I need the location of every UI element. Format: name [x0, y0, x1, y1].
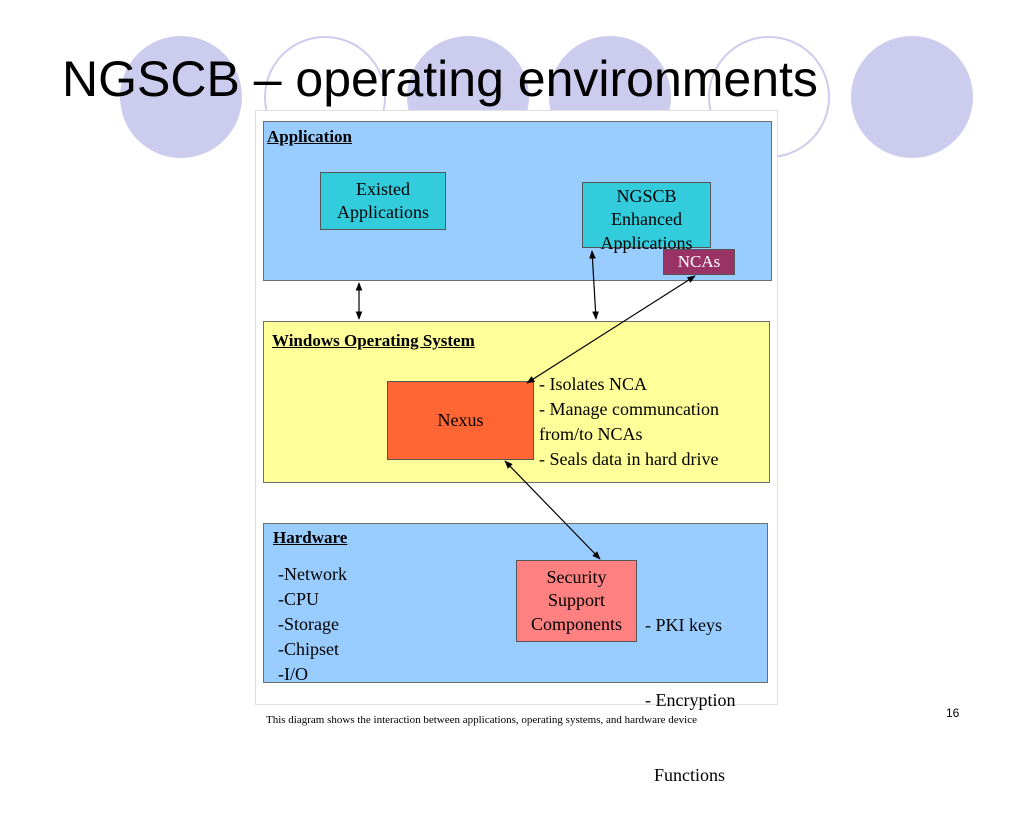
decor-circle-6 — [851, 36, 973, 158]
hardware-items-list: -Network -CPU -Storage -Chipset -I/O — [278, 562, 347, 687]
page-number: 16 — [946, 706, 960, 720]
security-support-components-box: Security Support Components — [516, 560, 637, 642]
security-feature-functions: Functions — [645, 765, 726, 785]
os-heading: Windows Operating System — [272, 331, 475, 350]
nexus-feature-2: - Manage communcation — [539, 399, 719, 419]
nexus-feature-1: - Isolates NCA — [539, 374, 647, 394]
ngscb-apps-line-1: NGSCB — [616, 186, 677, 206]
diagram-caption: This diagram shows the interaction betwe… — [266, 714, 698, 726]
security-line-3: Components — [530, 613, 622, 634]
existed-apps-line-2: Applications — [337, 202, 429, 222]
security-feature-encryption: - Encryption — [645, 690, 736, 710]
ncas-label: NCAs — [677, 251, 721, 271]
security-line-1: Security — [546, 566, 607, 587]
hardware-item-cpu: -CPU — [278, 589, 320, 609]
hardware-item-io: -I/O — [278, 664, 308, 684]
security-features-list: - PKI keys - Encryption Functions — [645, 563, 735, 813]
hardware-item-network: -Network — [278, 564, 347, 584]
nexus-box: Nexus — [387, 381, 534, 460]
hardware-item-chipset: -Chipset — [278, 639, 339, 659]
hardware-heading: Hardware — [273, 528, 348, 547]
decor-circle-1 — [120, 36, 242, 158]
ngscb-enhanced-applications-box: NGSCB Enhanced Applications — [582, 182, 711, 253]
hardware-item-storage: -Storage — [278, 614, 339, 634]
slide-title: NGSCB – operating environments — [62, 51, 818, 107]
nexus-label: Nexus — [437, 409, 484, 430]
ngscb-apps-line-2: Enhanced — [611, 209, 682, 230]
security-feature-pki: - PKI keys — [645, 615, 722, 635]
security-line-2: Support — [547, 590, 605, 611]
ncas-box: NCAs — [663, 249, 735, 275]
existed-applications-box: Existed Applications — [320, 172, 446, 230]
nexus-feature-4: - Seals data in hard drive — [539, 449, 719, 469]
existed-apps-line-1: Existed — [356, 178, 410, 199]
application-heading: Application — [267, 127, 353, 146]
nexus-feature-3: from/to NCAs — [539, 424, 643, 444]
nexus-features-list: - Isolates NCA - Manage communcation fro… — [539, 372, 719, 472]
ngscb-apps-line-3: Applications — [600, 232, 693, 253]
